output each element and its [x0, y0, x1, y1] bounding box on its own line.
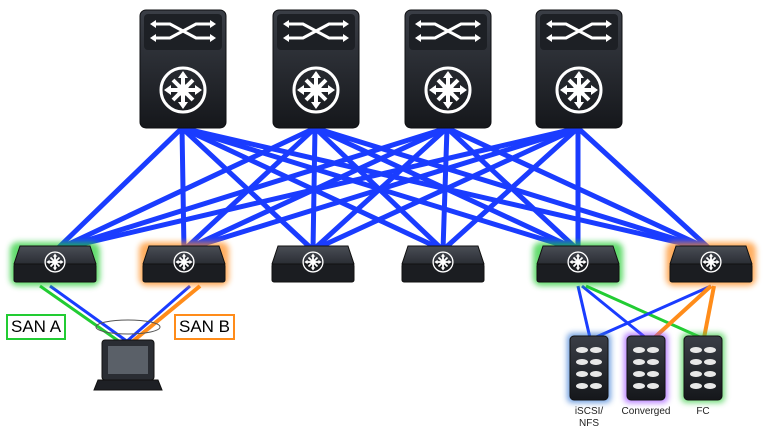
spine-switch-4: [535, 9, 623, 129]
spine-leaf-links: [53, 125, 714, 253]
leaf-switch-6: [666, 242, 756, 286]
storage-label-converged: Converged: [621, 406, 671, 417]
leaf-switch-4: [401, 245, 485, 283]
leaf-switch-2: [139, 242, 229, 286]
leaf-switch-1: [10, 242, 100, 286]
storage-array-iscsi-nfs: [567, 333, 611, 403]
leaf-switch-3: [271, 245, 355, 283]
spine-switch-2: [272, 9, 360, 129]
spine-switch-3: [404, 9, 492, 129]
server-icon: [93, 339, 163, 391]
storage-label-iscsi-nfs: iSCSI/ NFS: [574, 406, 604, 429]
san-a-label: SAN A: [6, 314, 67, 340]
storage-array-converged: [624, 333, 668, 403]
storage-label-fc: FC: [696, 406, 710, 417]
san-b-label: SAN B: [174, 314, 236, 340]
leaf-switch-5: [533, 242, 623, 286]
spine-switch-1: [139, 9, 227, 129]
san-links: [39, 284, 716, 344]
storage-array-fc: [681, 333, 725, 403]
